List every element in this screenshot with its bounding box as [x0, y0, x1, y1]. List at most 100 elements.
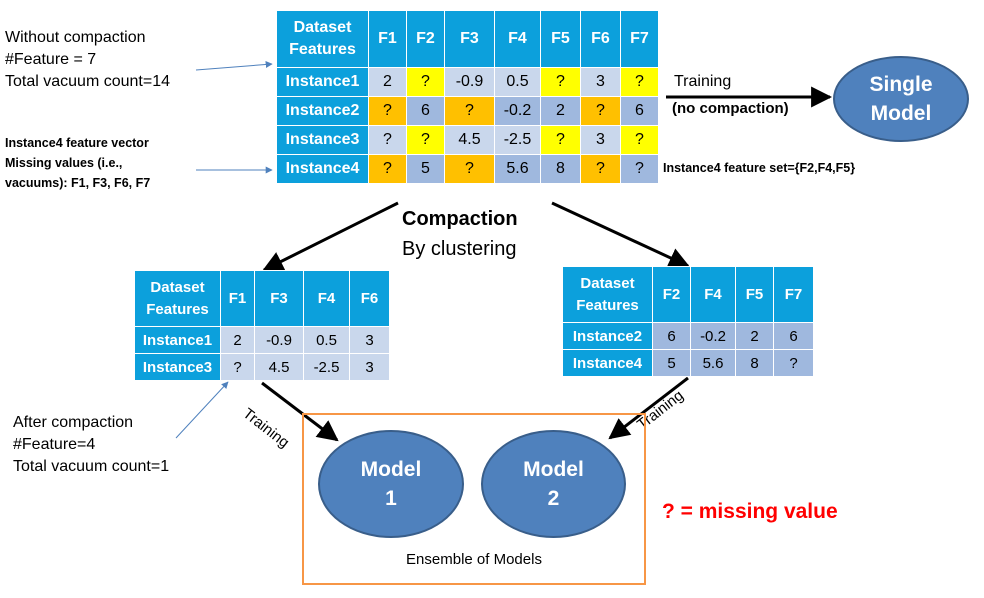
table-cell: ? — [368, 125, 407, 155]
table-cell: 5.6 — [494, 154, 541, 184]
note-instance4-line2: Missing values (i.e., — [5, 156, 123, 170]
table-cell: 8 — [540, 154, 581, 184]
table-corner-line1: Dataset — [580, 274, 635, 292]
model2-line2: 2 — [547, 487, 560, 510]
table-cell: -0.2 — [690, 322, 736, 350]
model1-line1: Model — [360, 458, 422, 481]
compaction-arrow-right — [551, 201, 690, 268]
table-cell: 0.5 — [494, 67, 541, 97]
single-model-line1: Single — [869, 73, 933, 96]
column-header: F4 — [690, 266, 736, 323]
table-row: Instance3 ? 4.5 -2.5 3 — [134, 353, 390, 381]
column-header: F1 — [220, 270, 255, 327]
ensemble-label: Ensemble of Models — [406, 551, 542, 568]
note-without-compaction: Without compaction #Feature = 7 Total va… — [5, 27, 170, 93]
table-cell: -0.2 — [494, 96, 541, 126]
table-cell: ? — [368, 96, 407, 126]
table-corner-line2: Features — [289, 41, 356, 58]
column-header: F5 — [540, 10, 581, 68]
table-cell: -2.5 — [303, 353, 350, 381]
table-cell: ? — [540, 125, 581, 155]
table-row: Instance4 ? 5 ? 5.6 8 ? ? — [276, 154, 659, 184]
table-cell: 4.5 — [444, 125, 495, 155]
table-corner: Dataset Features — [276, 10, 369, 68]
table-cell: 2 — [220, 326, 255, 354]
column-header: F2 — [406, 10, 445, 68]
table-cell: -0.9 — [444, 67, 495, 97]
row-label: Instance2 — [562, 322, 653, 350]
table-row: Instance1 2 -0.9 0.5 3 — [134, 326, 390, 354]
table-row: Instance1 2 ? -0.9 0.5 ? 3 ? — [276, 67, 659, 97]
training-arrow-right — [608, 376, 689, 440]
note-instance4: Instance4 feature vector Missing values … — [5, 133, 150, 193]
table-cell: 6 — [620, 96, 659, 126]
table-cell: 3 — [349, 353, 390, 381]
column-header: F6 — [349, 270, 390, 327]
table-cell: ? — [620, 154, 659, 184]
table-cell: ? — [773, 349, 814, 377]
note-arrow-without — [195, 61, 273, 71]
table-row: Instance2 6 -0.2 2 6 — [562, 322, 814, 350]
model2-line1: Model — [523, 458, 584, 481]
row-label: Instance4 — [562, 349, 653, 377]
left-cluster-table: Dataset Features F1 F3 F4 F6 Instance1 2… — [134, 270, 390, 381]
row-label: Instance1 — [276, 67, 369, 97]
table-cell: -0.9 — [254, 326, 304, 354]
column-header: F3 — [444, 10, 495, 68]
table-cell: 5 — [652, 349, 691, 377]
column-header: F6 — [580, 10, 621, 68]
note-instance4-line1: Instance4 feature vector — [5, 136, 149, 150]
compaction-subtitle: By clustering — [402, 238, 517, 260]
table-cell: ? — [620, 67, 659, 97]
column-header: F2 — [652, 266, 691, 323]
top-dataset-table: Dataset Features F1 F2 F3 F4 F5 F6 F7 In… — [276, 10, 659, 184]
table-cell: 6 — [406, 96, 445, 126]
note-without-line2: #Feature = 7 — [5, 51, 97, 68]
table-cell: 3 — [580, 67, 621, 97]
table-cell: ? — [444, 154, 495, 184]
table-cell: ? — [620, 125, 659, 155]
row-label: Instance4 — [276, 154, 369, 184]
table-cell: 0.5 — [303, 326, 350, 354]
table-corner-line1: Dataset — [150, 278, 205, 296]
table-corner: Dataset Features — [562, 266, 653, 323]
table-cell: 6 — [652, 322, 691, 350]
table-corner-line2: Features — [146, 300, 209, 318]
compaction-title: Compaction — [402, 208, 518, 230]
table-cell: ? — [220, 353, 255, 381]
training-top-line1: Training — [674, 73, 732, 90]
row-label: Instance2 — [276, 96, 369, 126]
training-top-sublabel: (no compaction) — [672, 100, 789, 117]
table-cell: 3 — [349, 326, 390, 354]
compaction-arrow-left — [262, 201, 399, 272]
model2-node: Model 2 — [481, 430, 626, 538]
row-label: Instance1 — [134, 326, 221, 354]
table-cell: 2 — [735, 322, 774, 350]
missing-value-legend: ? = missing value — [662, 500, 838, 523]
column-header: F4 — [303, 270, 350, 327]
note-after-compaction: After compaction #Feature=4 Total vacuum… — [13, 412, 169, 478]
ensemble-box — [302, 413, 646, 585]
table-corner: Dataset Features — [134, 270, 221, 327]
table-cell: ? — [406, 125, 445, 155]
column-header: F3 — [254, 270, 304, 327]
table-cell: ? — [580, 154, 621, 184]
table-row: Instance3 ? ? 4.5 -2.5 ? 3 ? — [276, 125, 659, 155]
column-header: F7 — [773, 266, 814, 323]
model1-node: Model 1 — [318, 430, 464, 538]
table-cell: ? — [580, 96, 621, 126]
single-model-node: Single Model — [833, 56, 969, 142]
row-label: Instance3 — [134, 353, 221, 381]
table-cell: ? — [540, 67, 581, 97]
note-arrow-after — [175, 381, 229, 439]
table-cell: 8 — [735, 349, 774, 377]
note-after-line2: #Feature=4 — [13, 436, 96, 453]
column-header: F5 — [735, 266, 774, 323]
table-cell: 2 — [540, 96, 581, 126]
table-cell: 4.5 — [254, 353, 304, 381]
table-corner-line1: Dataset — [293, 19, 352, 36]
training-top-label: Training — [674, 71, 731, 93]
column-header: F4 — [494, 10, 541, 68]
note-after-line1: After compaction — [13, 414, 134, 431]
